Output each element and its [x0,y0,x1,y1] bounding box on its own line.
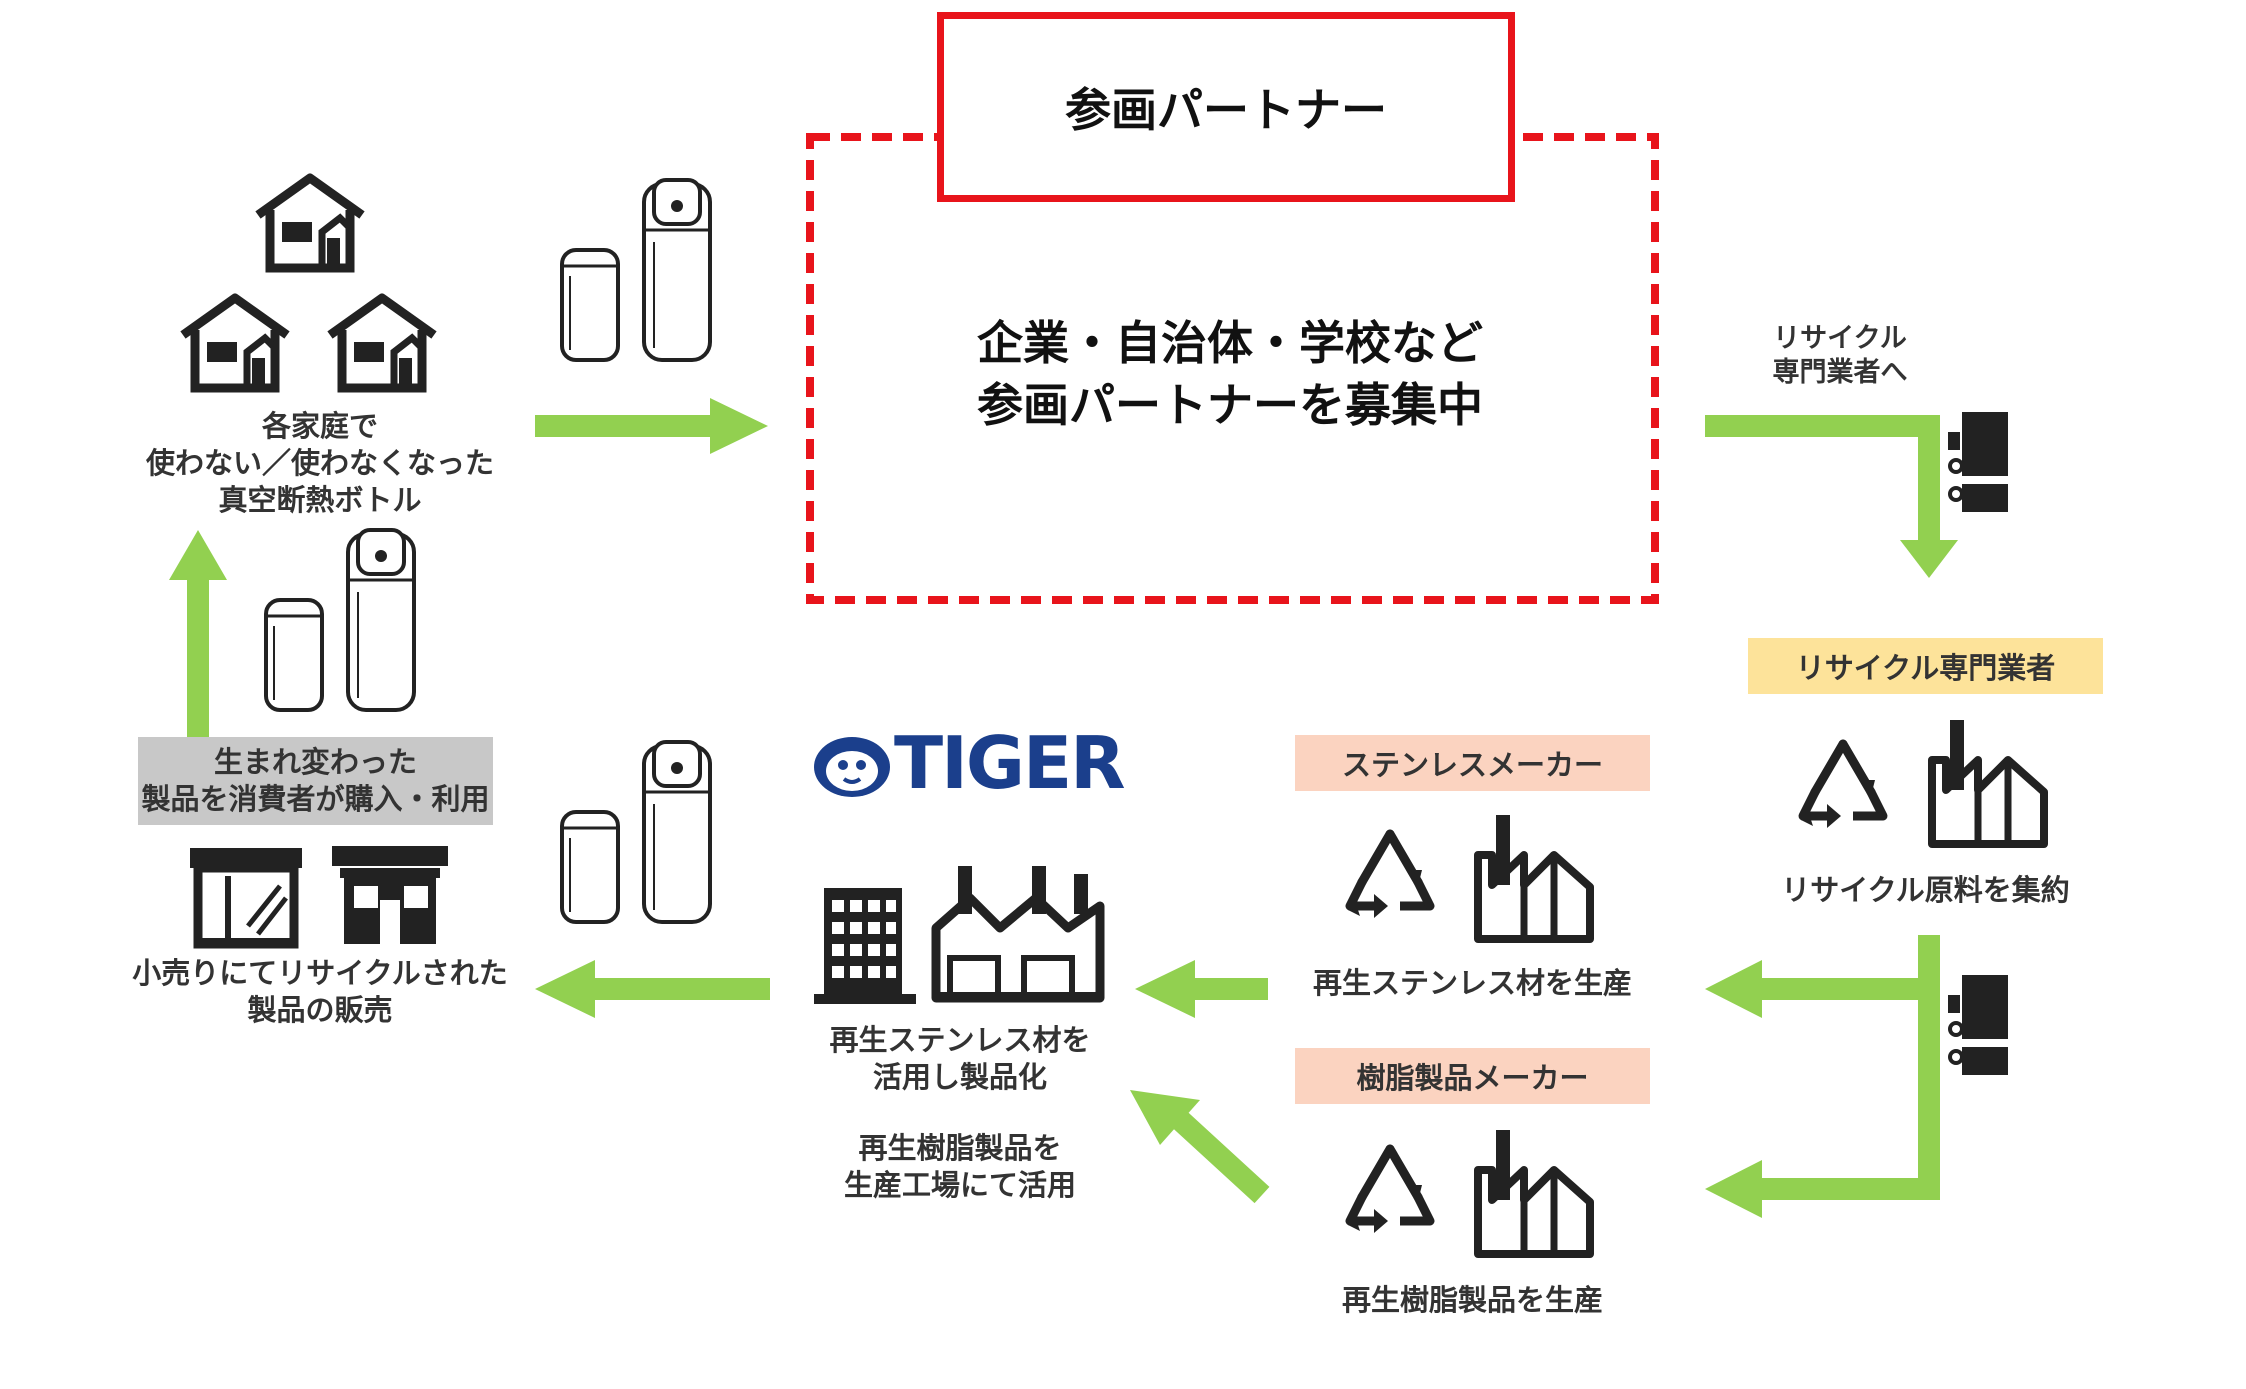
partner-body: 企業・自治体・学校など 参画パートナーを募集中 [880,312,1580,436]
households-caption-line3: 真空断熱ボトル [218,483,422,517]
retail-caption: 小売りにてリサイクルされた 製品の販売 [100,955,540,1029]
retail-caption-line1: 小売りにてリサイクルされた [132,956,508,990]
tiger-caption-2-line2: 生産工場にて活用 [843,1168,1076,1202]
resin-maker-tag: 樹脂製品メーカー [1295,1048,1650,1104]
resin-maker-caption: 再生樹脂製品を生産 [1341,1283,1603,1317]
recycler-caption: リサイクル原料を集約 [1781,873,2070,907]
households-caption-line1: 各家庭で [261,409,378,443]
tiger-caption-1-line2: 活用し製品化 [872,1060,1047,1094]
tiger-factory-icon [931,866,1105,1003]
stainless-maker-tag: ステンレスメーカー [1295,735,1650,791]
partner-body-line2: 参画パートナーを募集中 [977,378,1483,432]
households-caption: 各家庭で 使わない／使わなくなった 真空断熱ボトル [110,408,530,519]
partner-header-box: 参画パートナー [937,12,1515,202]
shop-icon [190,848,302,949]
to-recycler-line1: リサイクル [1773,323,1907,354]
tiger-logo: TIGER [810,721,1126,805]
store-icon [332,846,448,944]
to-recycler-line2: 専門業者へ [1772,357,1908,388]
tiger-logo-text: TIGER [894,721,1126,805]
households-caption-line2: 使わない／使わなくなった [145,446,494,480]
consumer-tag-line2: 製品を消費者が購入・利用 [141,782,490,816]
tiger-caption-1-line1: 再生ステンレス材を [829,1023,1091,1057]
tiger-caption-1: 再生ステンレス材を 活用し製品化 [790,1022,1130,1096]
recycler-tag: リサイクル専門業者 [1748,638,2103,694]
tiger-caption-2-line1: 再生樹脂製品を [858,1131,1062,1165]
partner-header-text: 参画パートナー [1065,83,1387,137]
consumer-tag: 生まれ変わった 製品を消費者が購入・利用 [138,737,493,825]
consumer-tag-line1: 生まれ変わった [213,745,417,779]
office-building-icon [814,888,916,1004]
stainless-maker-caption: 再生ステンレス材を生産 [1312,966,1632,1000]
retail-caption-line2: 製品の販売 [247,993,393,1027]
tiger-face-icon [814,737,890,797]
partner-body-line1: 企業・自治体・学校など [977,316,1483,370]
tiger-caption-2: 再生樹脂製品を 生産工場にて活用 [790,1130,1130,1204]
to-recycler-label: リサイクル 専門業者へ [1740,322,1940,390]
